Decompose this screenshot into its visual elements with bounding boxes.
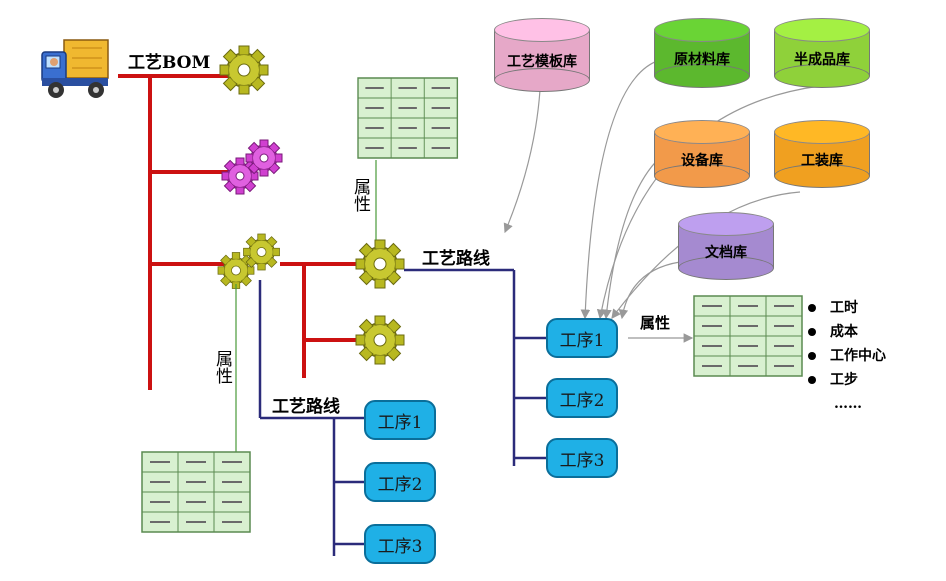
library-cylinder: 原材料库 (654, 18, 750, 88)
attr-label-top: 属性 (350, 178, 370, 212)
process-box[interactable]: 工序1 (364, 400, 436, 440)
library-cylinder: 文档库 (678, 212, 774, 280)
attribute-table (693, 295, 803, 377)
gear-icon (355, 315, 405, 365)
attribute-table (141, 451, 251, 533)
attribute-list: 工时 成本 工作中心 工步 …… (808, 296, 886, 416)
attribute-item: 工时 (808, 296, 886, 320)
library-label: 半成品库 (794, 52, 850, 68)
library-cylinder: 工艺模板库 (494, 18, 590, 92)
attribute-table (357, 77, 459, 159)
gear-icon (219, 45, 269, 95)
route-right-label: 工艺路线 (422, 249, 490, 269)
attribute-lines (235, 160, 377, 456)
process-box[interactable]: 工序1 (546, 318, 618, 358)
library-cylinder: 半成品库 (774, 18, 870, 88)
library-label: 工装库 (801, 153, 843, 169)
attribute-item: 工作中心 (808, 344, 886, 368)
purple-gears-icon (221, 139, 283, 195)
library-label: 文档库 (705, 245, 747, 261)
library-label: 工艺模板库 (507, 54, 577, 70)
process-box[interactable]: 工序2 (364, 462, 436, 502)
assembly-gears-icon (217, 233, 281, 290)
library-cylinder: 工装库 (774, 120, 870, 188)
route-left-label: 工艺路线 (272, 397, 340, 417)
attribute-ellipsis: …… (834, 396, 862, 412)
attribute-item: 成本 (808, 320, 886, 344)
attr-label-left: 属性 (212, 350, 232, 384)
process-box[interactable]: 工序2 (546, 378, 618, 418)
bom-title: 工艺BOM (128, 53, 211, 73)
gear-icon (355, 239, 405, 289)
bom-tree-lines (118, 74, 362, 390)
library-label: 原材料库 (674, 52, 730, 68)
route-lines-left (258, 280, 366, 556)
attr-label-horizontal: 属性 (640, 314, 671, 332)
library-cylinder: 设备库 (654, 120, 750, 188)
route-lines-right (404, 268, 546, 466)
process-box[interactable]: 工序3 (364, 524, 436, 564)
truck-icon (41, 39, 109, 98)
process-box[interactable]: 工序3 (546, 438, 618, 478)
library-label: 设备库 (681, 153, 723, 169)
attribute-item: 工步 (808, 368, 886, 392)
